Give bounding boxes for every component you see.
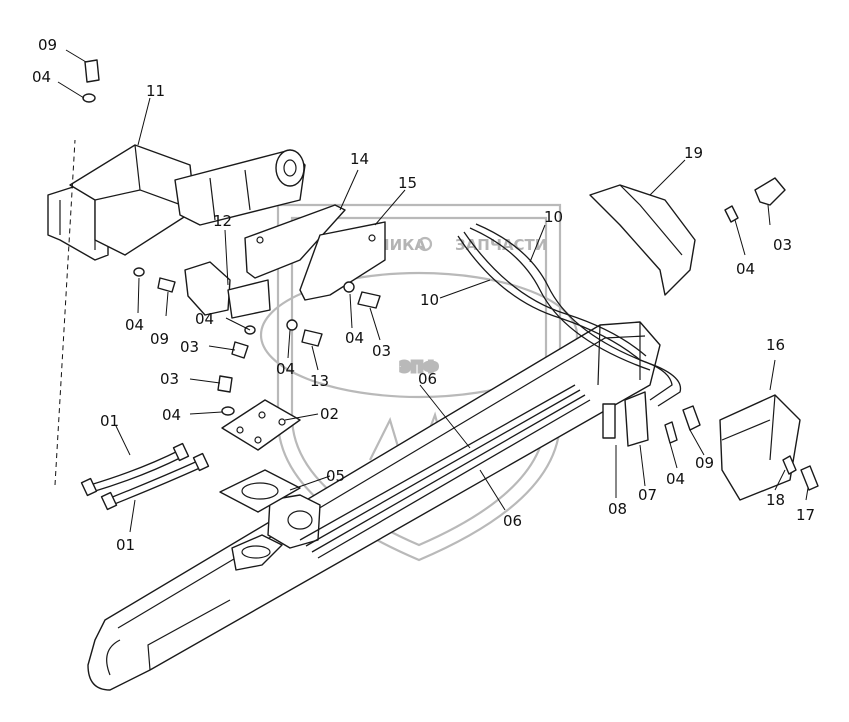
callout-09: 09 [38, 36, 57, 54]
callout-09: 09 [150, 330, 169, 348]
callout-04: 04 [736, 260, 755, 278]
callout-04: 04 [195, 310, 214, 328]
callout-04: 04 [666, 470, 685, 488]
callout-13: 13 [310, 372, 329, 390]
callout-02: 02 [320, 405, 339, 423]
callout-04: 04 [276, 360, 295, 378]
leader-lines [54, 49, 809, 533]
callout-12: 12 [213, 212, 232, 230]
callout-10: 10 [544, 208, 563, 226]
plates [219, 399, 301, 513]
callout-03: 03 [372, 342, 391, 360]
callout-07: 07 [638, 486, 657, 504]
callout-16: 16 [766, 336, 785, 354]
callout-14: 14 [350, 150, 369, 168]
callout-labels: 09 04 11 14 15 19 10 03 04 12 10 04 09 0… [32, 36, 815, 554]
callout-01: 01 [116, 536, 135, 554]
callout-04: 04 [345, 329, 364, 347]
callout-10: 10 [420, 291, 439, 309]
right-components [589, 177, 819, 501]
callout-17: 17 [796, 506, 815, 524]
hardware [82, 59, 381, 416]
callout-03: 03 [180, 338, 199, 356]
callout-06: 06 [418, 370, 437, 388]
callout-18: 18 [766, 491, 785, 509]
callout-03: 03 [773, 236, 792, 254]
callout-15: 15 [398, 174, 417, 192]
brackets [184, 204, 386, 319]
callout-11: 11 [146, 82, 165, 100]
callout-19: 19 [684, 144, 703, 162]
callout-09: 09 [695, 454, 714, 472]
callout-03: 03 [160, 370, 179, 388]
callout-05: 05 [326, 467, 345, 485]
cylinder-assembly [47, 144, 306, 261]
boom-arm [87, 321, 661, 691]
callout-04: 04 [162, 406, 181, 424]
watermark-brand: ЭПФ [400, 358, 439, 376]
callout-08: 08 [608, 500, 627, 518]
callout-04: 04 [32, 68, 51, 86]
callout-01: 01 [100, 412, 119, 430]
callout-06: 06 [503, 512, 522, 530]
hoses [80, 223, 682, 559]
callout-04: 04 [125, 316, 144, 334]
